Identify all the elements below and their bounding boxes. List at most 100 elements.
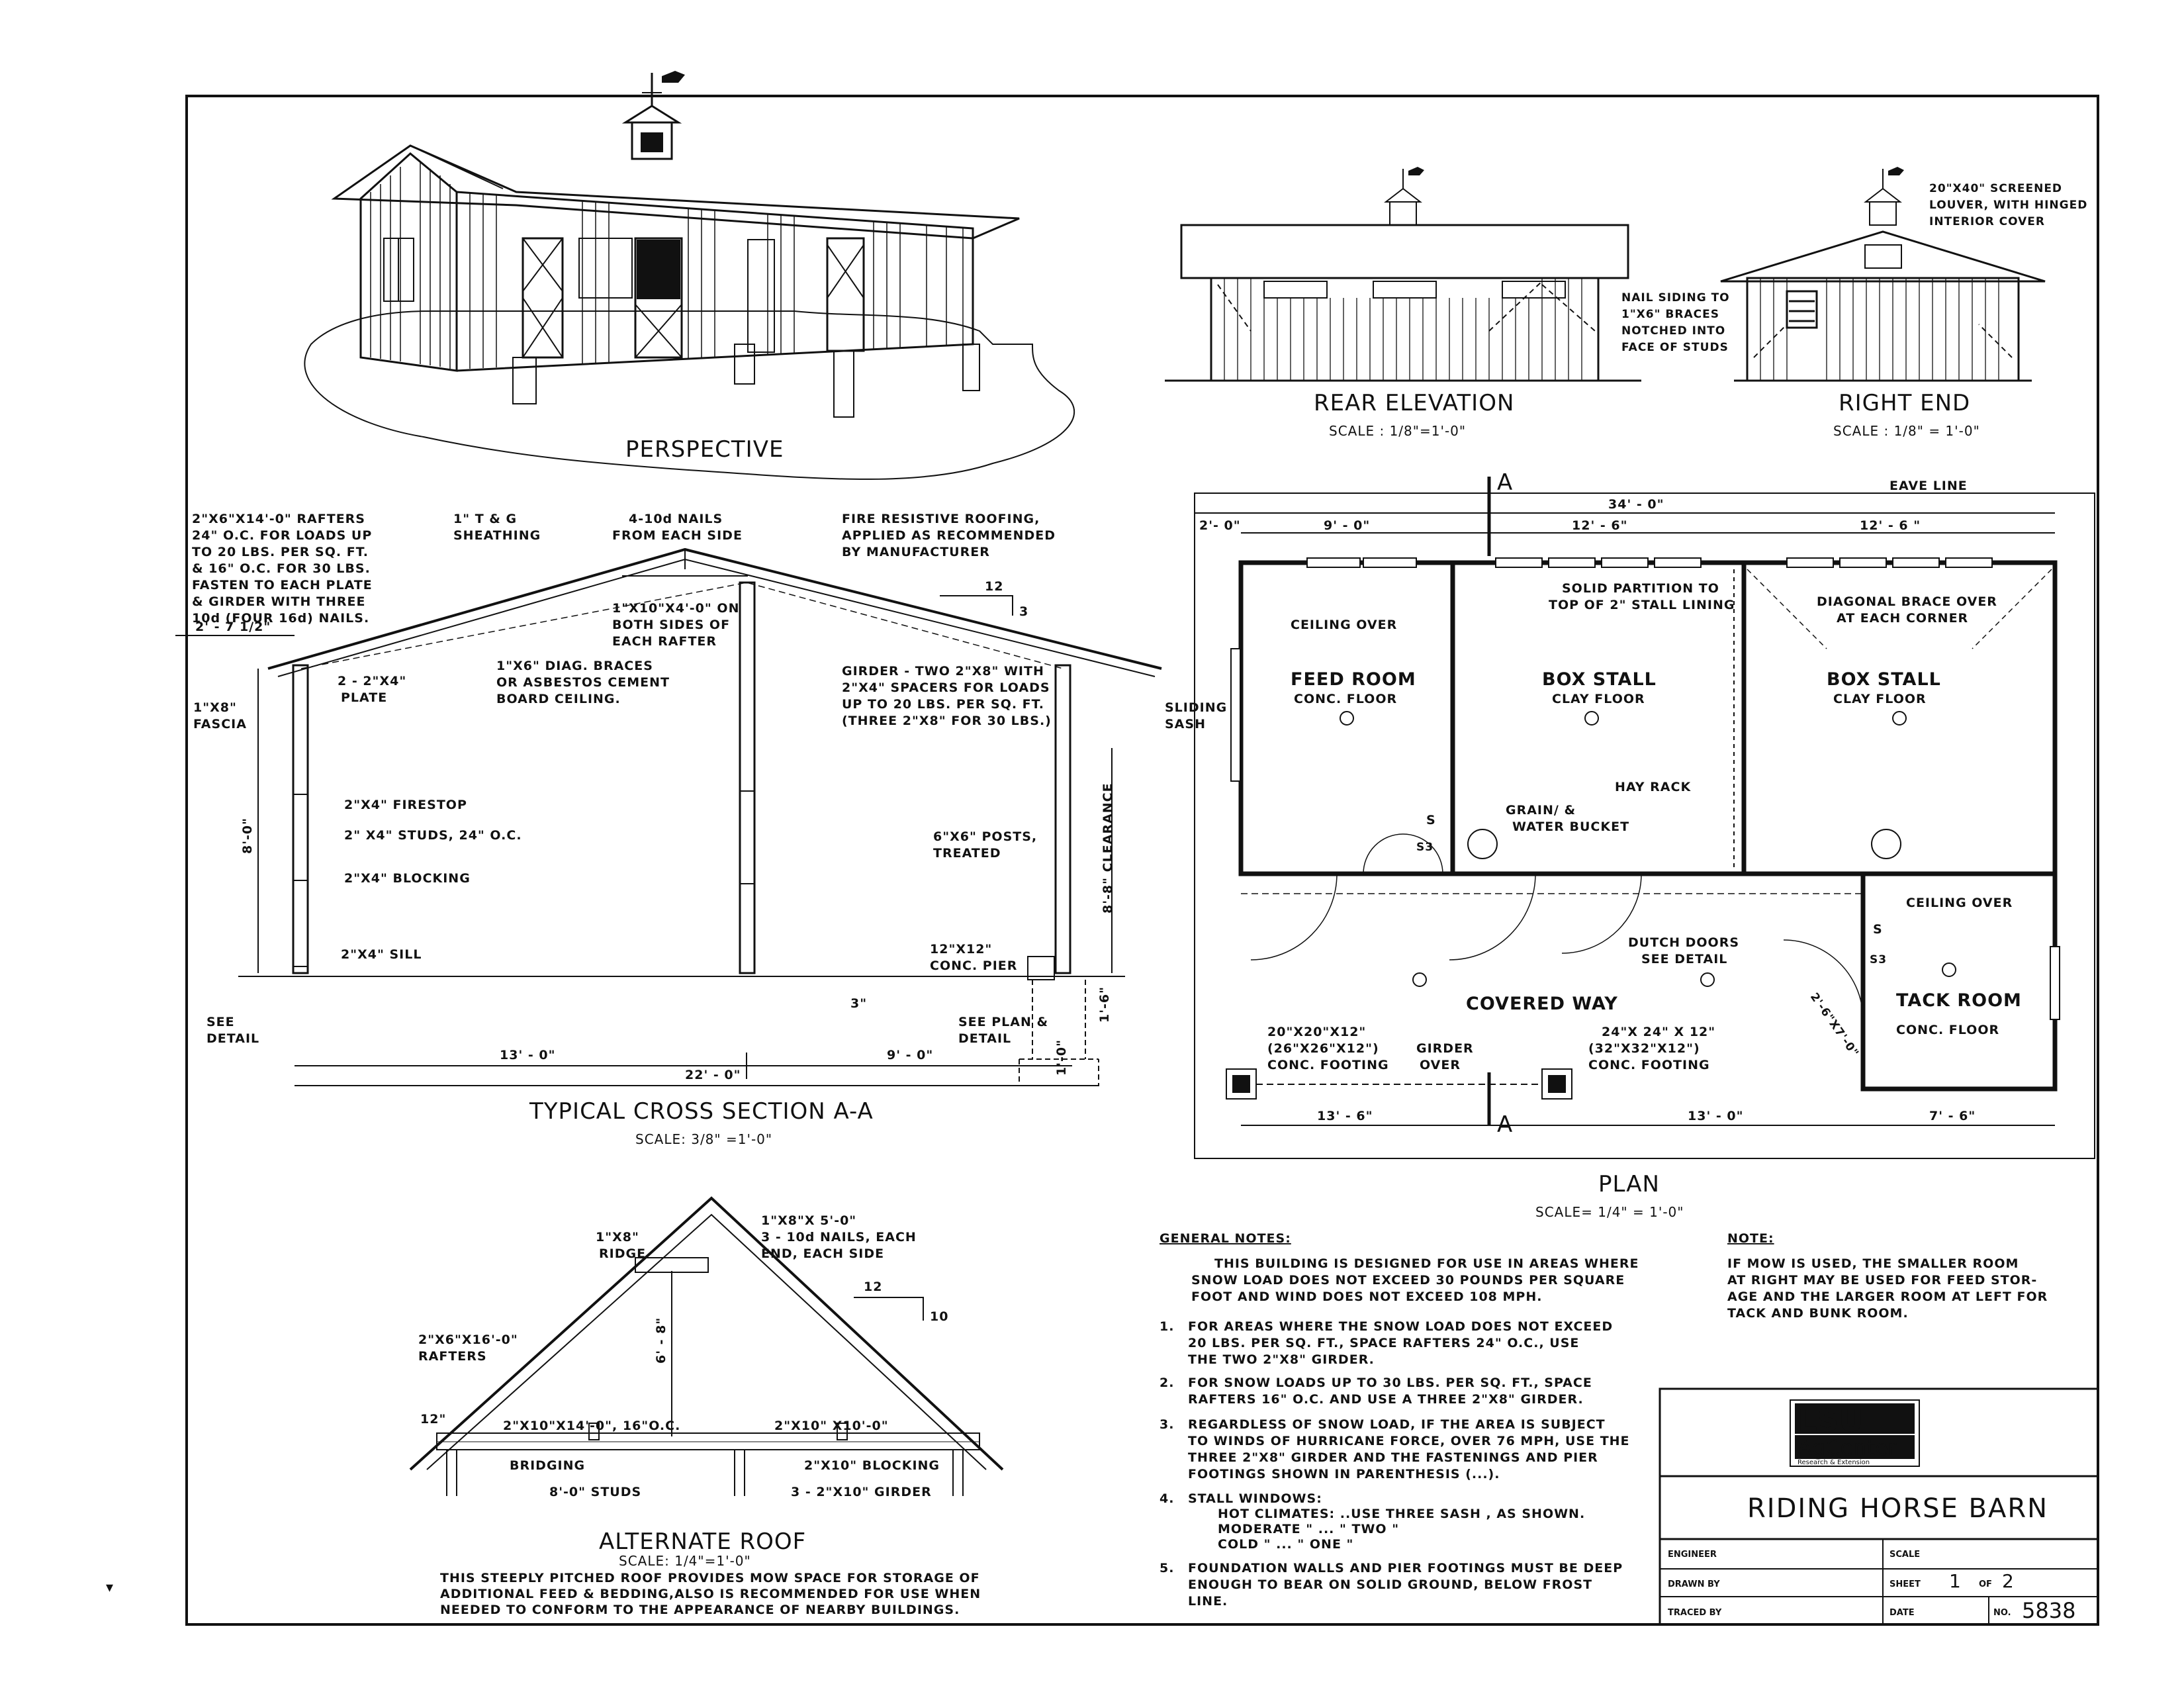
ridge-note: 1"X8" (596, 1230, 639, 1244)
side-note: NOTE: IF MOW IS USED, THE SMALLER ROOM A… (1727, 1231, 2048, 1321)
svg-text:LSU: LSU (1797, 1403, 1864, 1438)
box-stall-1-name: BOX STALL (1542, 669, 1657, 690)
rafters-note-line: & 16" O.C. FOR 30 LBS. (192, 561, 371, 576)
section-mark-top: A (1497, 469, 1513, 496)
roof-eave-dimension: 12" (420, 1412, 446, 1427)
plate-note: PLATE (341, 690, 387, 705)
date-label: DATE (1889, 1608, 1915, 1618)
diagonal-note: AT EACH CORNER (1837, 611, 1968, 626)
firestop-label: 2"X4" FIRESTOP (344, 798, 467, 812)
switch-label: S3 (1870, 953, 1887, 966)
of-label: OF (1979, 1579, 1992, 1589)
general-notes-line: THIS BUILDING IS DESIGNED FOR USE IN ARE… (1214, 1256, 1639, 1271)
note-number: 5. (1160, 1561, 1174, 1575)
pier-note: CONC. PIER (930, 959, 1017, 973)
plan-dim-bottom: 13' - 6" (1317, 1109, 1373, 1123)
ridge-nails-note: 3 - 10d NAILS, EACH (761, 1230, 917, 1244)
rear-note-line: 1"X6" BRACES (1621, 308, 1719, 321)
nails-note: FROM EACH SIDE (612, 528, 743, 543)
roofing-note: BY MANUFACTURER (842, 545, 990, 559)
rafters-note-line: 24" O.C. FOR LOADS UP (192, 528, 372, 543)
eave-line-label: EAVE LINE (1889, 479, 1968, 493)
bridging-label: BRIDGING (510, 1458, 585, 1473)
grain-note: WATER BUCKET (1512, 820, 1629, 834)
fascia-note: FASCIA (193, 717, 247, 731)
cross-section-scale: SCALE: 3/8" =1'-0" (635, 1131, 772, 1147)
footing-left-note: (26"X26"X12") (1267, 1041, 1379, 1056)
tack-room-ceiling: CEILING OVER (1906, 896, 2013, 910)
general-notes-line: FOOTINGS SHOWN IN PARENTHESIS (...). (1188, 1467, 1500, 1481)
rafters-note-line: & GIRDER WITH THREE (192, 594, 365, 609)
joist-right-label: 2"X10" X10'-0" (774, 1419, 889, 1433)
general-notes-heading: GENERAL NOTES: (1160, 1231, 1291, 1246)
no-label: NO. (1993, 1608, 2011, 1618)
general-notes-line: STALL WINDOWS: (1188, 1491, 1322, 1506)
feed-room-ceiling: CEILING OVER (1291, 618, 1397, 632)
nails-note: 4-10d NAILS (629, 512, 723, 526)
rafters-note-line: FASTEN TO EACH PLATE (192, 578, 373, 592)
rear-note-line: NOTCHED INTO (1621, 324, 1725, 338)
overhang-dimension: 2' - 7 1/2" (195, 620, 271, 634)
general-notes-line: FOOT AND WIND DOES NOT EXCEED 108 MPH. (1191, 1289, 1542, 1304)
side-note-line: TACK AND BUNK ROOM. (1727, 1306, 1909, 1321)
footing-left-note: 20"X20"X12" (1267, 1025, 1366, 1039)
rear-elevation-title: REAR ELEVATION (1314, 390, 1514, 416)
braces-note: OR ASBESTOS CEMENT (496, 675, 670, 690)
general-notes-line: MODERATE " ... " TWO " (1218, 1522, 1399, 1536)
pitch-rise: 3 (1019, 604, 1028, 619)
general-notes-line: THE TWO 2"X8" GIRDER. (1188, 1352, 1375, 1367)
svg-text:Research & Extension: Research & Extension (1797, 1459, 1870, 1466)
svg-text:AgCenter: AgCenter (1797, 1435, 1897, 1460)
footing-right-note: (32"X32"X12") (1588, 1041, 1700, 1056)
diagonal-note: DIAGONAL BRACE OVER (1817, 594, 1997, 609)
general-notes: GENERAL NOTES: THIS BUILDING IS DESIGNED… (1160, 1231, 1639, 1609)
joist-left-label: 2"X10"X14'-0", 16"O.C. (503, 1419, 680, 1433)
door-dimension: 2'-6"X7'-0" (1807, 990, 1862, 1060)
roof-pitch-rise: 10 (930, 1309, 948, 1324)
side-note-heading: NOTE: (1727, 1231, 1774, 1246)
plan-dim-bottom: 7' - 6" (1929, 1109, 1976, 1123)
plan-dim-top: 9' - 0" (1324, 518, 1370, 533)
sliding-sash-label: SASH (1165, 717, 1206, 731)
step-dimension: 3" (850, 996, 867, 1011)
rear-note-line: NAIL SIDING TO (1621, 291, 1730, 305)
sheathing-note: SHEATHING (453, 528, 541, 543)
tie-note: EACH RAFTER (612, 634, 717, 649)
box-stall-1-floor: CLAY FLOOR (1552, 692, 1645, 706)
side-note-line: IF MOW IS USED, THE SMALLER ROOM (1727, 1256, 2019, 1271)
rafters-note-line: 2"X6"X14'-0" RAFTERS (192, 512, 365, 526)
feed-room-name: FEED ROOM (1291, 669, 1416, 690)
switch-label: S (1426, 813, 1436, 827)
general-notes-line: TO WINDS OF HURRICANE FORCE, OVER 76 MPH… (1188, 1434, 1630, 1448)
posts-note: 6"X6" POSTS, (933, 829, 1037, 844)
rear-elevation-view: REAR ELEVATION SCALE : 1/8"=1'-0" NAIL S… (1165, 167, 1730, 439)
general-notes-line: ENOUGH TO BEAR ON SOLID GROUND, BELOW FR… (1188, 1577, 1592, 1592)
switch-label: S3 (1416, 841, 1433, 854)
side-note-line: AGE AND THE LARGER ROOM AT LEFT FOR (1727, 1289, 2048, 1304)
studs-label: 2" X4" STUDS, 24" O.C. (344, 828, 522, 843)
plan-title: PLAN (1598, 1171, 1660, 1197)
rafters-note: 2"X6"X14'-0" RAFTERS 24" O.C. FOR LOADS … (192, 512, 373, 626)
plan-dim-top: 12' - 6" (1572, 518, 1628, 533)
rear-elevation-scale: SCALE : 1/8"=1'-0" (1329, 423, 1466, 439)
tie-note: 1"X10"X4'-0" ON (612, 601, 739, 616)
right-end-note: 20"X40" SCREENED LOUVER, WITH HINGED INT… (1929, 182, 2087, 228)
sheet-value: 1 (1949, 1570, 1961, 1592)
pier-note: 12"X12" (930, 942, 992, 957)
sliding-sash-label: SLIDING (1165, 700, 1227, 715)
note-number: 1. (1160, 1319, 1174, 1334)
cross-section-view: 2"X6"X14'-0" RAFTERS 24" O.C. FOR LOADS … (175, 512, 1162, 1147)
plan-total-dimension: 34' - 0" (1608, 497, 1664, 512)
general-notes-line: COLD " ... " ONE " (1218, 1537, 1353, 1552)
alternate-roof-caption: THIS STEEPLY PITCHED ROOF PROVIDES MOW S… (440, 1571, 980, 1585)
clearance-dimension: 8'-8" CLEARANCE (1101, 782, 1115, 914)
plan-scale: SCALE= 1/4" = 1'-0" (1535, 1204, 1684, 1220)
footing-height-dimension: 1'-0" (1054, 1039, 1069, 1076)
general-notes-line: FOUNDATION WALLS AND PIER FOOTINGS MUST … (1188, 1561, 1623, 1575)
rafters-note-line: 10d (FOUR 16d) NAILS. (192, 611, 369, 626)
right-end-title: RIGHT END (1839, 390, 1970, 416)
title-block: LSU AgCenter Research & Extension RIDING… (1659, 1387, 2099, 1626)
plan-dim-bottom: 13' - 0" (1688, 1109, 1744, 1123)
girder-over-note: GIRDER (1416, 1041, 1474, 1056)
general-notes-line: HOT CLIMATES: ..USE THREE SASH , AS SHOW… (1218, 1507, 1585, 1521)
